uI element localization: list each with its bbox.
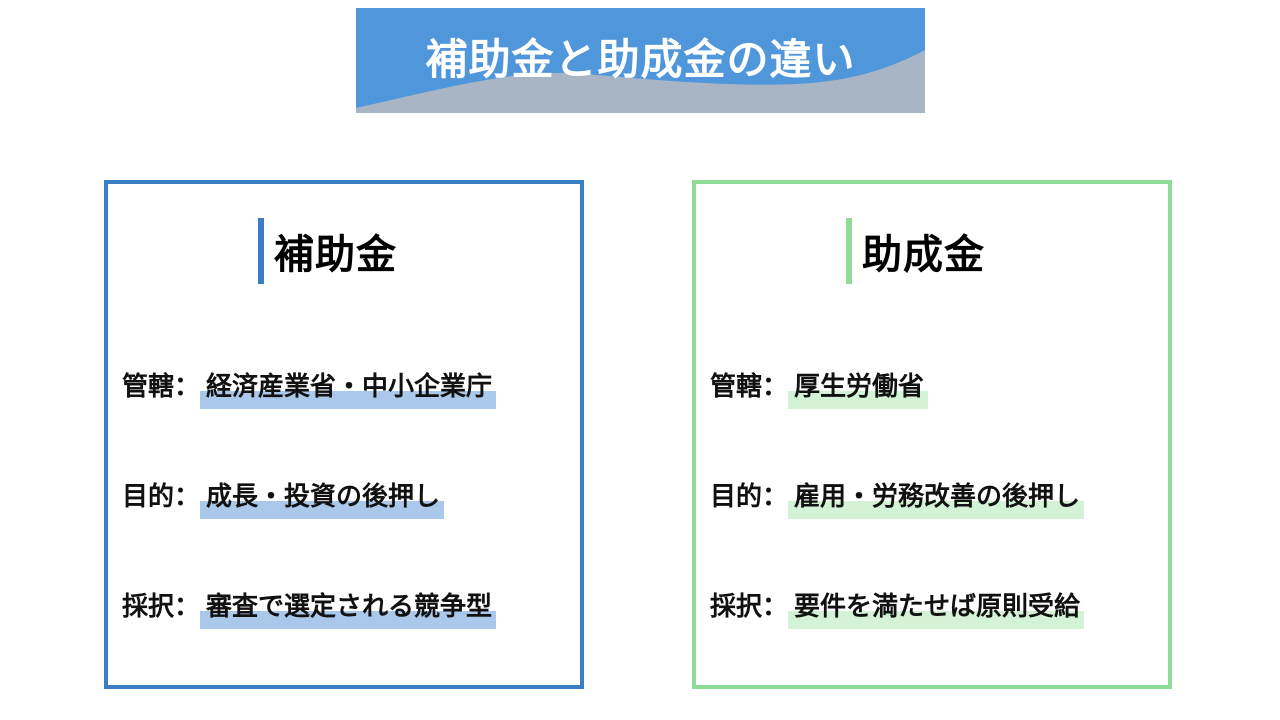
row-label: 管轄： bbox=[710, 372, 789, 402]
hojokin-panel: 補助金 管轄： 経済産業省・中小企業庁 目的： 成長・投資の後押し 採択： 審査… bbox=[104, 180, 584, 689]
panel-heading: 補助金 bbox=[258, 218, 397, 284]
row-value-text: 厚生労働省 bbox=[794, 372, 925, 402]
heading-accent-bar bbox=[846, 218, 852, 284]
title-banner: 補助金と助成金の違い bbox=[356, 8, 925, 113]
wave-shape-icon bbox=[356, 50, 925, 113]
row-jurisdiction: 管轄： 経済産業省・中小企業庁 bbox=[122, 366, 497, 409]
row-adoption: 採択： 要件を満たせば原則受給 bbox=[710, 586, 1085, 629]
row-value: 雇用・労務改善の後押し bbox=[788, 476, 1085, 519]
panel-heading: 助成金 bbox=[846, 218, 985, 284]
row-label: 目的： bbox=[710, 482, 789, 512]
row-value: 厚生労働省 bbox=[788, 366, 929, 409]
row-adoption: 採択： 審査で選定される競争型 bbox=[122, 586, 497, 629]
page-title: 補助金と助成金の違い bbox=[425, 35, 856, 84]
row-value: 成長・投資の後押し bbox=[200, 476, 445, 519]
panel-title: 助成金 bbox=[862, 232, 985, 278]
row-value-text: 要件を満たせば原則受給 bbox=[794, 592, 1081, 622]
row-purpose: 目的： 成長・投資の後押し bbox=[122, 476, 445, 519]
row-purpose: 目的： 雇用・労務改善の後押し bbox=[710, 476, 1085, 519]
panel-title: 補助金 bbox=[274, 232, 397, 278]
row-label: 管轄： bbox=[122, 372, 201, 402]
row-value-text: 審査で選定される競争型 bbox=[206, 592, 493, 622]
row-value: 経済産業省・中小企業庁 bbox=[200, 366, 497, 409]
row-label: 採択： bbox=[122, 592, 201, 622]
row-value-text: 雇用・労務改善の後押し bbox=[794, 482, 1081, 512]
row-label: 採択： bbox=[710, 592, 789, 622]
row-jurisdiction: 管轄： 厚生労働省 bbox=[710, 366, 929, 409]
row-value-text: 成長・投資の後押し bbox=[206, 482, 441, 512]
row-value-text: 経済産業省・中小企業庁 bbox=[206, 372, 493, 402]
heading-accent-bar bbox=[258, 218, 264, 284]
row-label: 目的： bbox=[122, 482, 201, 512]
row-value: 審査で選定される競争型 bbox=[200, 586, 497, 629]
row-value: 要件を満たせば原則受給 bbox=[788, 586, 1085, 629]
joseikin-panel: 助成金 管轄： 厚生労働省 目的： 雇用・労務改善の後押し 採択： 要件を満たせ… bbox=[692, 180, 1172, 689]
